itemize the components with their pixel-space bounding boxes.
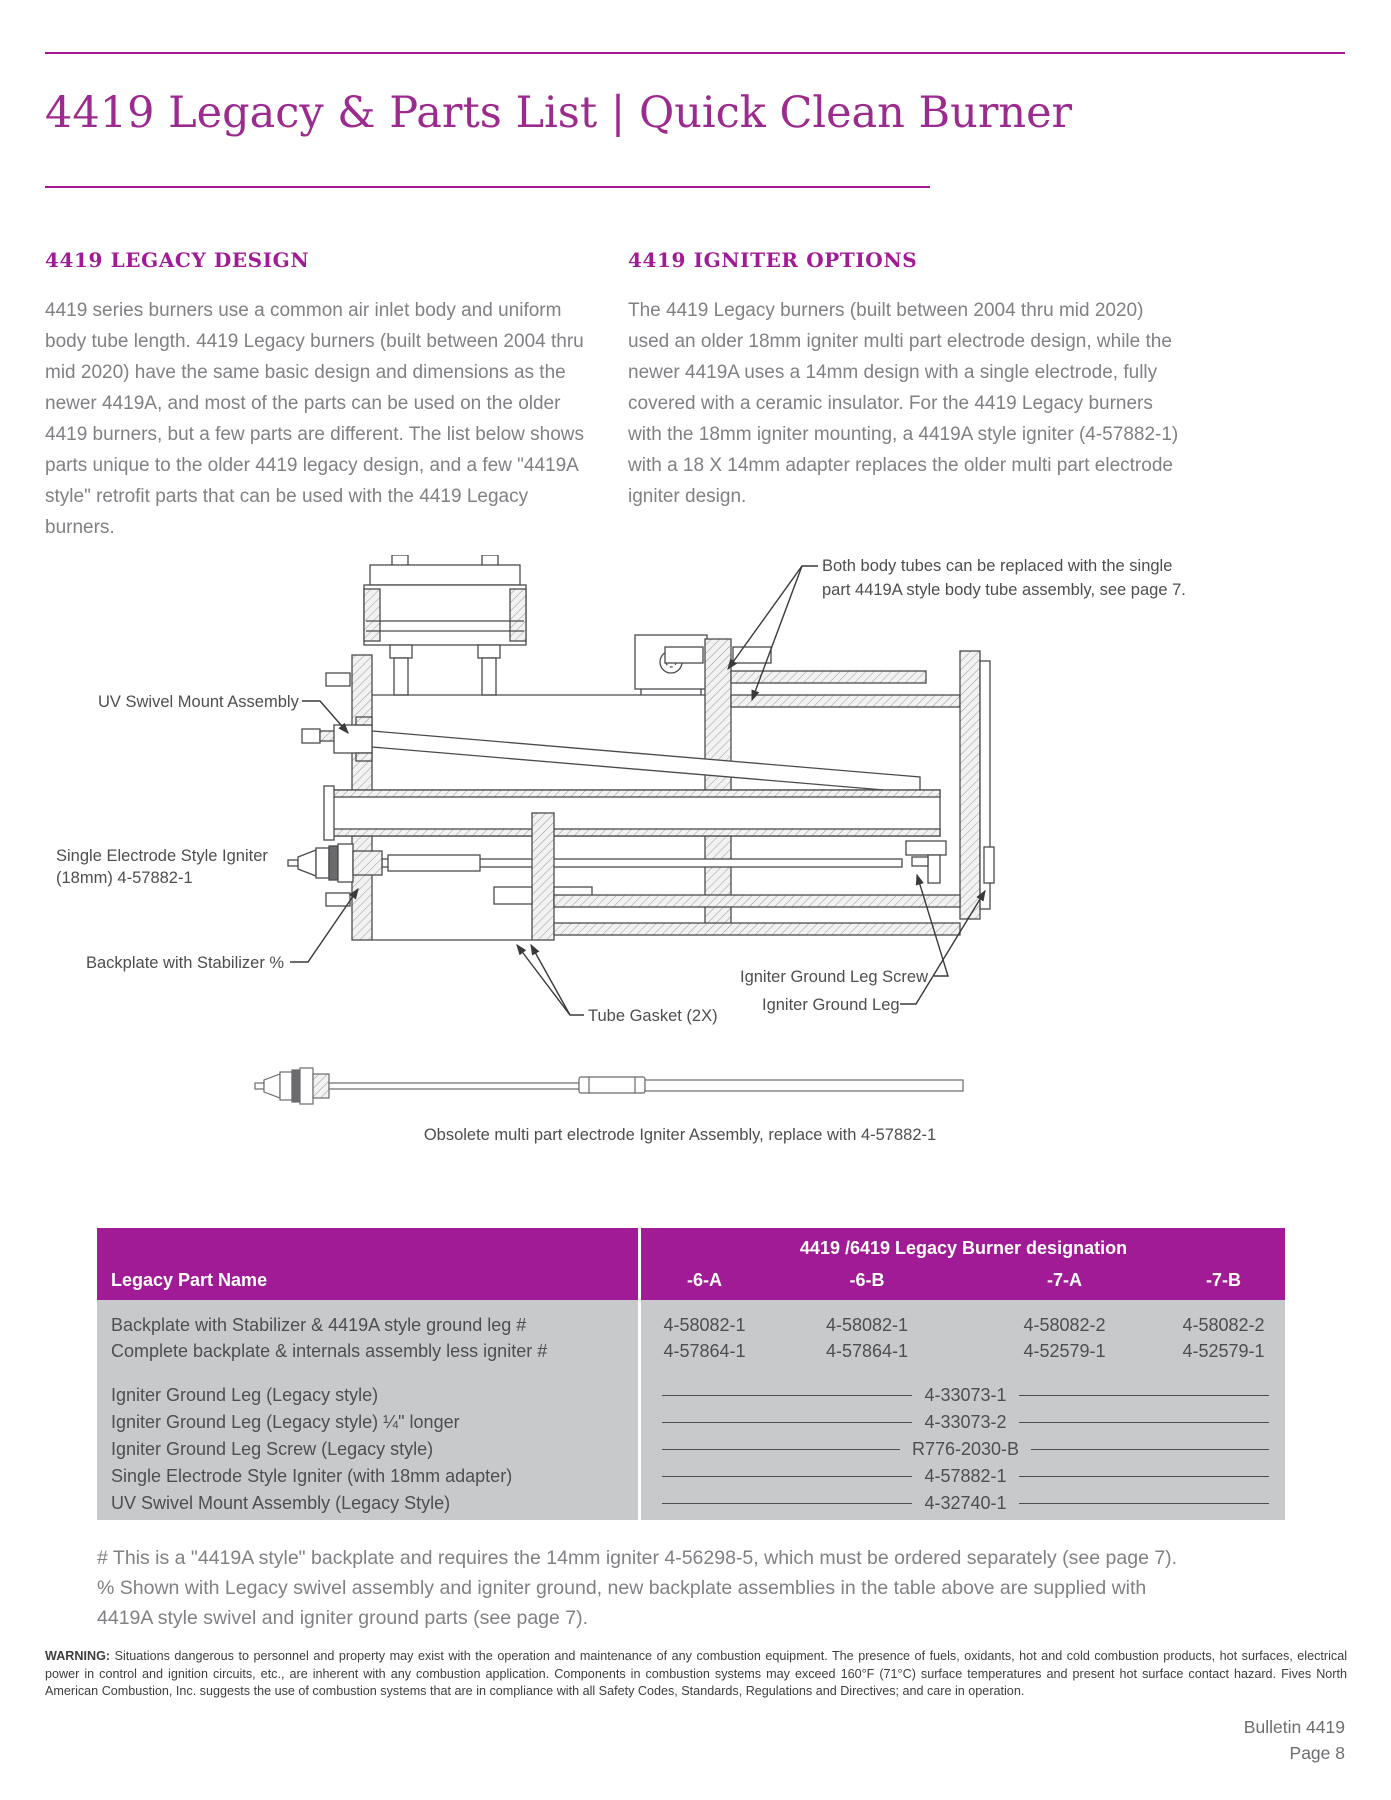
ground-leg-bracket bbox=[905, 840, 947, 884]
mounting-flange-shape bbox=[704, 638, 732, 930]
table-row: Igniter Ground Leg Screw (Legacy style) … bbox=[97, 1436, 1285, 1463]
row-value: 4-52579-1 bbox=[1182, 1340, 1265, 1361]
table-body: Backplate with Stabilizer & 4419A style … bbox=[97, 1300, 1285, 1520]
single-electrode-igniter-label-line1: Single Electrode Style Igniter bbox=[56, 847, 268, 865]
sight-port-box bbox=[634, 634, 708, 695]
table-row: Single Electrode Style Igniter (with 18m… bbox=[97, 1463, 1285, 1490]
bottom-tube-outer bbox=[553, 894, 961, 908]
obsolete-igniter-assembly bbox=[254, 1067, 964, 1105]
row-value: 4-58082-2 bbox=[1182, 1314, 1265, 1335]
uv-sight-tube bbox=[371, 730, 921, 794]
both-tubes-label-line2: part 4419A style body tube assembly, see… bbox=[822, 581, 1186, 599]
column-header-7a: -7-A bbox=[1047, 1270, 1082, 1290]
burner-cross-section-diagram: UV Swivel Mount Assembly Both body tubes… bbox=[56, 555, 1186, 1144]
title-underline-rule bbox=[45, 186, 930, 188]
page-title: 4419 Legacy & Parts List | Quick Clean B… bbox=[45, 88, 1073, 138]
leader-lines bbox=[290, 565, 986, 1016]
row-value: 4-57864-1 bbox=[825, 1340, 909, 1361]
backplate-label: Backplate with Stabilizer % bbox=[86, 954, 284, 972]
section-heading-legacy-design: 4419 LEGACY DESIGN bbox=[45, 248, 310, 272]
row-value: R776-2030-B bbox=[911, 1439, 1020, 1459]
uv-swivel-label: UV Swivel Mount Assembly bbox=[98, 693, 300, 711]
column-header-7b: -7-B bbox=[1206, 1270, 1241, 1290]
designation-header: 4419 /6419 Legacy Burner designation bbox=[799, 1238, 1128, 1258]
row-value: 4-57864-1 bbox=[663, 1340, 746, 1361]
row-part-name: Complete backplate & internals assembly … bbox=[111, 1340, 548, 1361]
body-tube-inner bbox=[730, 694, 961, 708]
ground-leg-screw-label: Igniter Ground Leg Screw bbox=[740, 968, 928, 986]
table-row: Igniter Ground Leg (Legacy style) 4-3307… bbox=[97, 1382, 1285, 1409]
row-part-name: Igniter Ground Leg Screw (Legacy style) bbox=[111, 1439, 434, 1459]
row-value: 4-57882-1 bbox=[924, 1466, 1007, 1486]
page-footer: Bulletin 4419 Page 8 bbox=[1244, 1714, 1345, 1766]
flange-bolt-left bbox=[664, 646, 704, 664]
footer-page-number: Page 8 bbox=[1289, 1743, 1345, 1763]
table-column-separator bbox=[638, 1228, 641, 1520]
column-header-part-name: Legacy Part Name bbox=[111, 1270, 268, 1290]
end-plate-shape bbox=[959, 650, 981, 920]
row-value: 4-33073-1 bbox=[924, 1385, 1007, 1405]
table-header: 4419 /6419 Legacy Burner designation Leg… bbox=[97, 1228, 1285, 1300]
legacy-design-paragraph: 4419 series burners use a common air inl… bbox=[45, 300, 584, 538]
row-part-name: Igniter Ground Leg (Legacy style) ¼" lon… bbox=[111, 1412, 460, 1432]
body-tube-outer bbox=[730, 670, 927, 684]
igniter-options-paragraph: The 4419 Legacy burners (built between 2… bbox=[628, 300, 1179, 507]
row-value: 4-32740-1 bbox=[924, 1493, 1007, 1513]
footnote-line: 4419A style swivel and igniter ground pa… bbox=[97, 1607, 589, 1629]
spark-plug-icon bbox=[287, 843, 383, 883]
footnote-line: % Shown with Legacy swivel assembly and … bbox=[97, 1577, 1147, 1599]
igniter-rod bbox=[381, 854, 903, 872]
row-value: 4-52579-1 bbox=[1023, 1340, 1106, 1361]
table-row: UV Swivel Mount Assembly (Legacy Style) … bbox=[97, 1490, 1285, 1517]
warning-text: Situations dangerous to personnel and pr… bbox=[45, 1649, 1347, 1698]
flange-bolt-right bbox=[732, 646, 772, 664]
table-row: Backplate with Stabilizer & 4419A style … bbox=[97, 1312, 1285, 1338]
gas-tube bbox=[323, 785, 941, 841]
row-value: 4-58082-2 bbox=[1023, 1314, 1106, 1335]
footnotes: # This is a "4419A style" backplate and … bbox=[97, 1543, 1247, 1633]
top-rule bbox=[45, 52, 1345, 54]
uv-swivel-stub bbox=[333, 724, 373, 754]
row-value: 4-58082-1 bbox=[825, 1314, 909, 1335]
column-header-6b: -6-B bbox=[849, 1270, 885, 1290]
both-tubes-label-line1: Both body tubes can be replaced with the… bbox=[822, 557, 1172, 575]
legacy-parts-table: 4419 /6419 Legacy Burner designation Leg… bbox=[97, 1228, 1285, 1520]
burner-drawing bbox=[287, 555, 995, 941]
tube-gasket-flange bbox=[531, 812, 555, 941]
row-value: 4-33073-2 bbox=[924, 1412, 1007, 1432]
swivel-wedge-bottom bbox=[355, 752, 373, 762]
row-part-name: Backplate with Stabilizer & 4419A style … bbox=[111, 1314, 527, 1335]
warning-label: WARNING: bbox=[45, 1649, 111, 1663]
air-inlet-flange-assembly bbox=[363, 555, 527, 696]
ground-leg-label: Igniter Ground Leg bbox=[762, 996, 900, 1014]
end-cap-shape bbox=[979, 660, 991, 910]
single-electrode-igniter-label-line2: (18mm) 4-57882-1 bbox=[56, 869, 193, 887]
tube-gasket-label: Tube Gasket (2X) bbox=[588, 1007, 718, 1025]
footer-bulletin: Bulletin 4419 bbox=[1243, 1717, 1345, 1737]
bottom-tube-inner bbox=[553, 922, 961, 936]
warning-paragraph: WARNING: Situations dangerous to personn… bbox=[45, 1648, 1347, 1701]
backplate-bolt-lower bbox=[325, 892, 351, 907]
obsolete-igniter-caption: Obsolete multi part electrode Igniter As… bbox=[424, 1126, 936, 1144]
row-value: 4-58082-1 bbox=[663, 1314, 746, 1335]
row-part-name: Single Electrode Style Igniter (with 18m… bbox=[111, 1466, 513, 1486]
row-part-name: UV Swivel Mount Assembly (Legacy Style) bbox=[111, 1493, 451, 1513]
column-header-6a: -6-A bbox=[687, 1270, 722, 1290]
table-row: Complete backplate & internals assembly … bbox=[97, 1338, 1285, 1364]
backplate-bolt-upper bbox=[325, 672, 351, 687]
swivel-wedge-top bbox=[355, 716, 373, 726]
section-heading-igniter-options: 4419 IGNITER OPTIONS bbox=[628, 248, 918, 272]
table-row: Igniter Ground Leg (Legacy style) ¼" lon… bbox=[97, 1409, 1285, 1436]
row-part-name: Igniter Ground Leg (Legacy style) bbox=[111, 1385, 379, 1405]
gasket-bolt-left bbox=[493, 886, 533, 905]
footnote-line: # This is a "4419A style" backplate and … bbox=[97, 1547, 1178, 1569]
ground-leg-hook bbox=[983, 846, 995, 884]
